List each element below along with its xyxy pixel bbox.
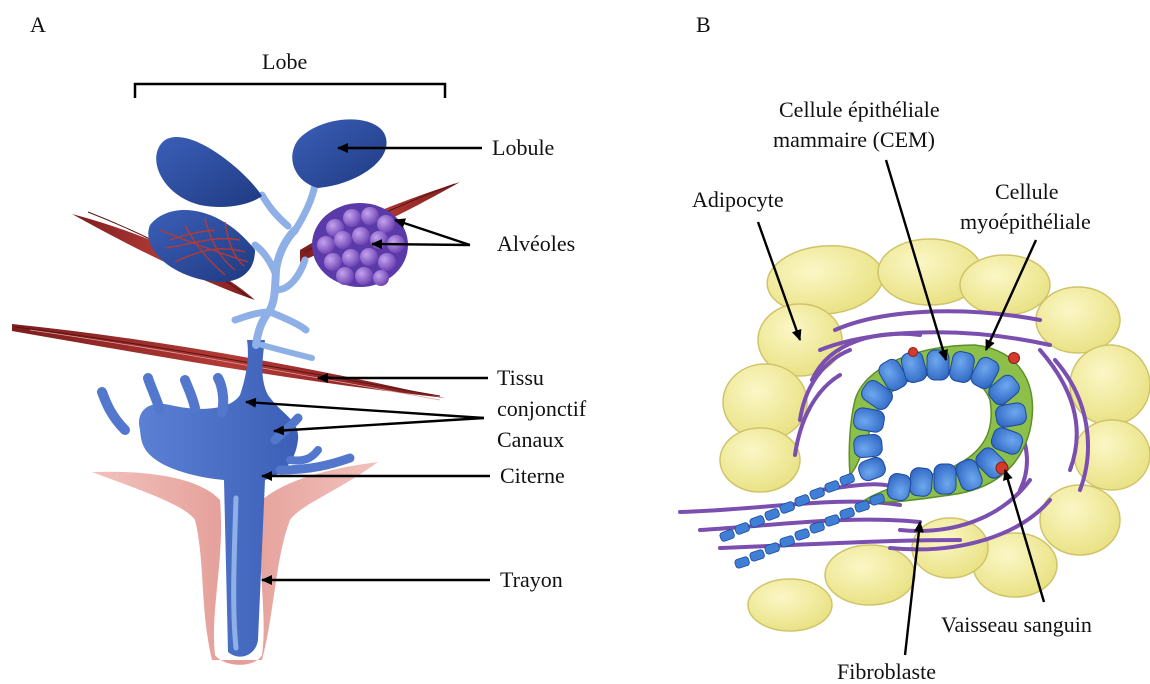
label-cem-line1: Cellule épithéliale xyxy=(779,98,940,122)
label-cem-line2: mammaire (CEM) xyxy=(773,128,935,152)
label-conjonctif: conjonctif xyxy=(497,397,586,421)
label-myo-line1: Cellule xyxy=(995,180,1059,204)
label-myo-line2: myoépithéliale xyxy=(960,210,1091,234)
label-adipocyte: Adipocyte xyxy=(692,188,784,212)
lobe-bracket xyxy=(135,84,445,98)
label-trayon: Trayon xyxy=(500,568,563,592)
label-citerne: Citerne xyxy=(500,464,565,488)
label-alveoles: Alvéoles xyxy=(497,232,575,256)
label-lobe: Lobe xyxy=(262,50,307,74)
panel-a-letter: A xyxy=(30,12,46,38)
label-lobule: Lobule xyxy=(492,136,554,160)
label-tissu: Tissu xyxy=(497,366,544,390)
label-vaisseau: Vaisseau sanguin xyxy=(941,613,1092,637)
label-fibroblaste: Fibroblaste xyxy=(837,660,936,684)
label-canaux: Canaux xyxy=(497,428,564,452)
panel-b-letter: B xyxy=(696,12,711,38)
